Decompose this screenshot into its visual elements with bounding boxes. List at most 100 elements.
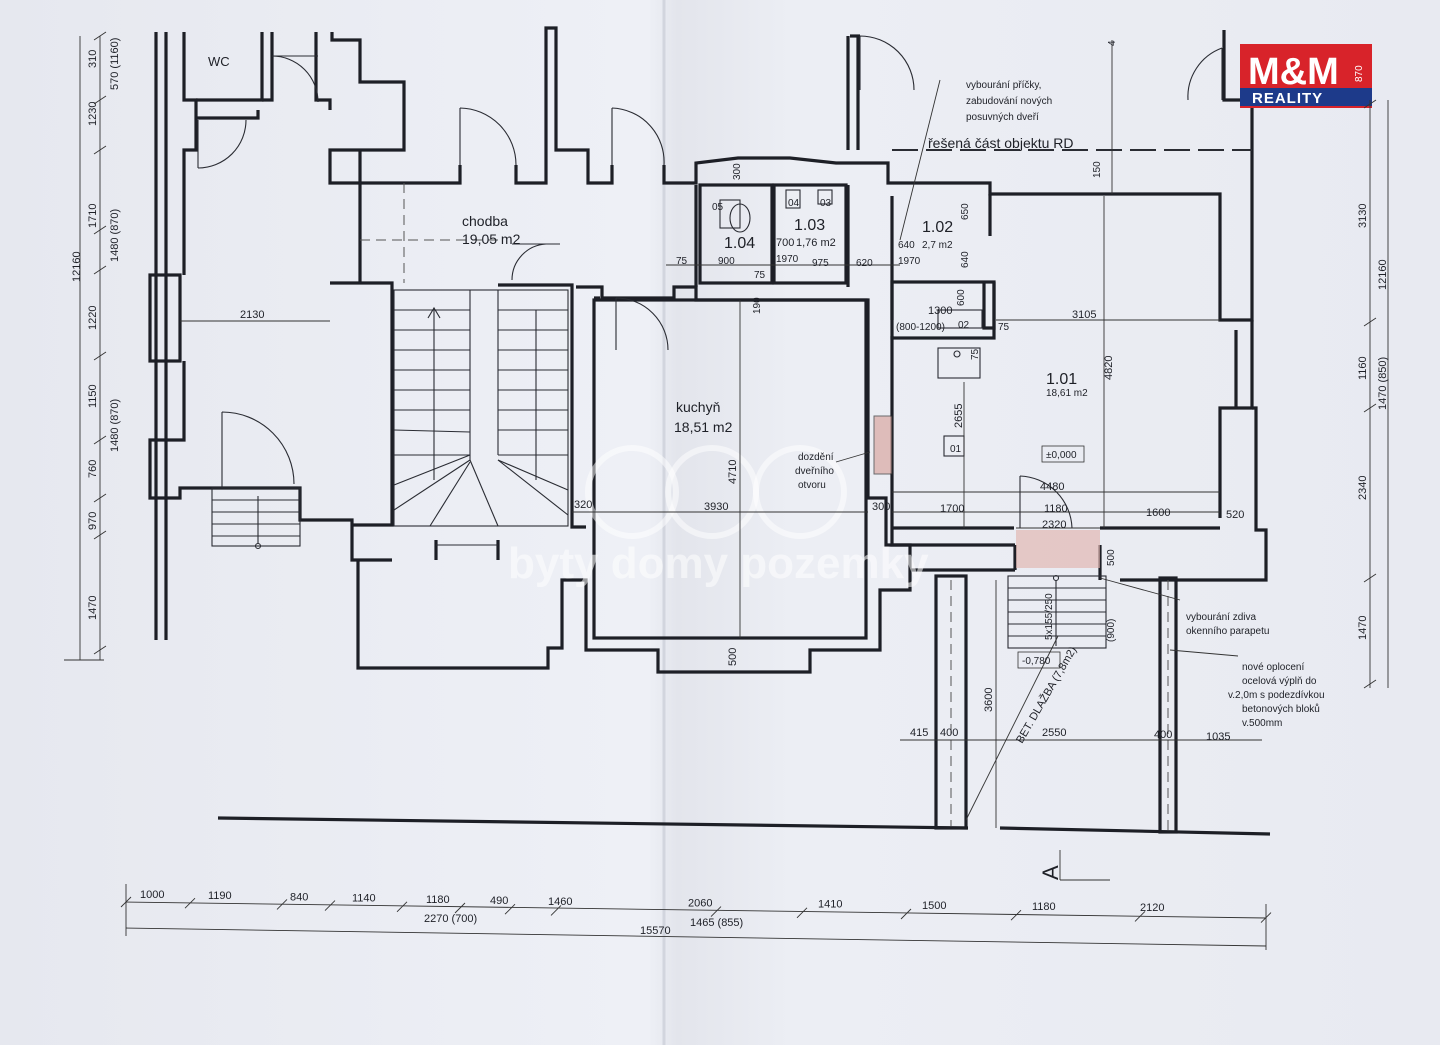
svg-text:3105: 3105 (1072, 309, 1096, 321)
bottom-dim-0: 1000 (140, 889, 164, 901)
svg-text:1970: 1970 (898, 256, 921, 267)
svg-text:zabudování nových: zabudování nových (966, 96, 1052, 107)
room-chodba: chodba (462, 213, 508, 229)
bottom-dim-6: 1460 (548, 896, 572, 908)
svg-text:600: 600 (956, 289, 967, 306)
room-101-area: 18,61 m2 (1046, 388, 1088, 399)
svg-text:dveřního: dveřního (795, 466, 834, 477)
fixture-05: 05 (712, 202, 724, 213)
svg-text:nové oplocení: nové oplocení (1242, 662, 1304, 673)
watermark: byty domy pozemky (508, 445, 929, 588)
staircase (211, 289, 1107, 649)
bottom-dim-5: 490 (490, 895, 508, 907)
bottom-dim-3: 1140 (352, 893, 376, 905)
left-dim-0: 310 (87, 50, 99, 68)
level-terrace: -0,780 (1022, 656, 1051, 667)
svg-text:vybourání příčky,: vybourání příčky, (966, 80, 1041, 91)
mm-reality-logo: M&M REALITY 870 (1240, 44, 1372, 108)
hatched-areas (873, 415, 1100, 568)
room-wc: WC (208, 54, 230, 69)
svg-text:975: 975 (812, 258, 829, 269)
svg-text:1600: 1600 (1146, 507, 1170, 519)
svg-text:4: 4 (1107, 40, 1118, 46)
interior-dim-lines (180, 40, 1262, 881)
svg-text:1970: 1970 (776, 254, 799, 265)
left-dim-5: 1220 (87, 306, 99, 330)
svg-text:400: 400 (1154, 729, 1172, 741)
svg-text:4480: 4480 (1040, 481, 1064, 493)
logo-sub: REALITY (1252, 90, 1323, 107)
room-chodba-area: 19,05 m2 (462, 231, 521, 247)
svg-text:4820: 4820 (1103, 356, 1115, 380)
svg-text:otvoru: otvoru (798, 480, 826, 491)
room-103: 1.03 (794, 217, 825, 234)
svg-text:75: 75 (754, 270, 766, 281)
svg-text:posuvných dveří: posuvných dveří (966, 112, 1039, 123)
svg-text:190: 190 (752, 297, 763, 314)
svg-text:400: 400 (940, 727, 958, 739)
svg-text:650: 650 (960, 203, 971, 220)
right-dim-3: 1470 (850) (1377, 357, 1389, 410)
bottom-dim-7: 2060 (688, 897, 712, 909)
bottom-dim-4: 1180 (426, 894, 450, 906)
right-dim-2: 1160 (1357, 356, 1369, 380)
left-dim-10: 1470 (87, 596, 99, 620)
right-dim-0: 3130 (1357, 204, 1369, 228)
bottom-dim-1: 1190 (208, 890, 232, 902)
watermark-text: byty domy pozemky (508, 539, 929, 588)
left-dimension-labels: 310 570 (1160) 1230 1710 1480 (870) 1220 1150 1… (71, 31, 121, 655)
bottom-subtotals: 2270 (700) 1465 (855) 15570 (424, 913, 743, 937)
svg-text:320: 320 (574, 499, 592, 511)
left-dim-11: 12160 (71, 251, 83, 282)
doors (197, 35, 1223, 529)
svg-text:4710: 4710 (727, 460, 739, 484)
svg-text:300: 300 (872, 501, 890, 513)
svg-text:500: 500 (727, 648, 739, 666)
section-title: řešená část objektu RD (928, 135, 1074, 151)
left-dim-1: 570 (1160) (109, 38, 121, 90)
svg-text:150: 150 (1092, 161, 1103, 178)
svg-text:520: 520 (1226, 509, 1244, 521)
section-marker: A (1038, 865, 1063, 880)
svg-text:2320: 2320 (1042, 519, 1066, 531)
right-dim-chain (1369, 100, 1389, 688)
svg-text:75: 75 (970, 348, 981, 360)
svg-text:betonových bloků: betonových bloků (1242, 703, 1320, 715)
svg-text:5x155/250: 5x155/250 (1044, 593, 1055, 640)
svg-text:700: 700 (776, 237, 794, 249)
svg-text:2270 (700): 2270 (700) (424, 913, 477, 925)
svg-text:3930: 3930 (704, 501, 728, 513)
svg-text:1035: 1035 (1206, 731, 1230, 743)
right-dim-5: 1470 (1357, 616, 1369, 640)
svg-text:640: 640 (898, 240, 915, 251)
bottom-dim-8: 1410 (818, 899, 842, 911)
left-dim-2: 1230 (87, 102, 99, 126)
svg-text:640: 640 (960, 251, 971, 268)
svg-text:1465 (855): 1465 (855) (690, 917, 743, 929)
svg-text:1700: 1700 (940, 503, 964, 515)
left-dim-4: 1480 (870) (109, 209, 121, 262)
right-dim-1: 12160 (1377, 259, 1389, 290)
left-dim-3: 1710 (87, 204, 99, 228)
level-zero: ±0,000 (1046, 450, 1077, 461)
room-104: 1.04 (724, 235, 755, 252)
room-labels: WC chodba 19,05 m2 kuchyň 18,51 m2 1.01 … (208, 54, 1088, 455)
fixture-03: 03 (820, 198, 832, 209)
fixture-01: 01 (950, 444, 962, 455)
svg-text:v.2,0m s podezdívkou: v.2,0m s podezdívkou (1228, 690, 1325, 701)
bottom-dim-11: 2120 (1140, 902, 1164, 914)
svg-text:ocelová výplň do: ocelová výplň do (1242, 676, 1317, 687)
svg-text:(800-1200): (800-1200) (896, 322, 945, 333)
svg-text:2655: 2655 (953, 404, 965, 428)
svg-text:75: 75 (676, 256, 688, 267)
left-dim-8: 760 (87, 460, 99, 478)
left-dim-chain (64, 36, 104, 661)
left-dim-6: 1150 (87, 384, 99, 408)
bottom-dim-10: 1180 (1032, 901, 1056, 913)
svg-text:620: 620 (856, 258, 873, 269)
room-103-area: 1,76 m2 (796, 237, 836, 249)
